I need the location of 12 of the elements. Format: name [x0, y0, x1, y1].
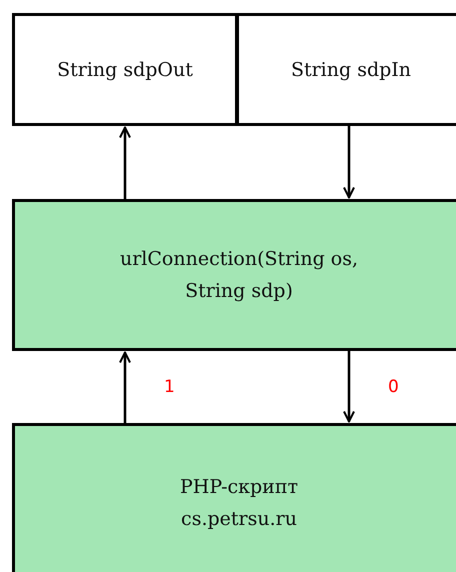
box-label: String sdpIn [290, 58, 412, 82]
arrow [119, 126, 131, 199]
box-label: PHP-скрипт cs.petrsu.ru [178, 475, 300, 532]
process-box [12, 199, 456, 351]
box-label: urlConnection(String os, String sdp) [118, 247, 359, 304]
box-label: String sdpOut [57, 58, 193, 82]
process-box [236, 13, 456, 126]
arrow [343, 126, 355, 198]
arrow [119, 352, 131, 423]
arrow [343, 351, 355, 422]
process-box [12, 13, 238, 126]
process-box [12, 423, 456, 572]
